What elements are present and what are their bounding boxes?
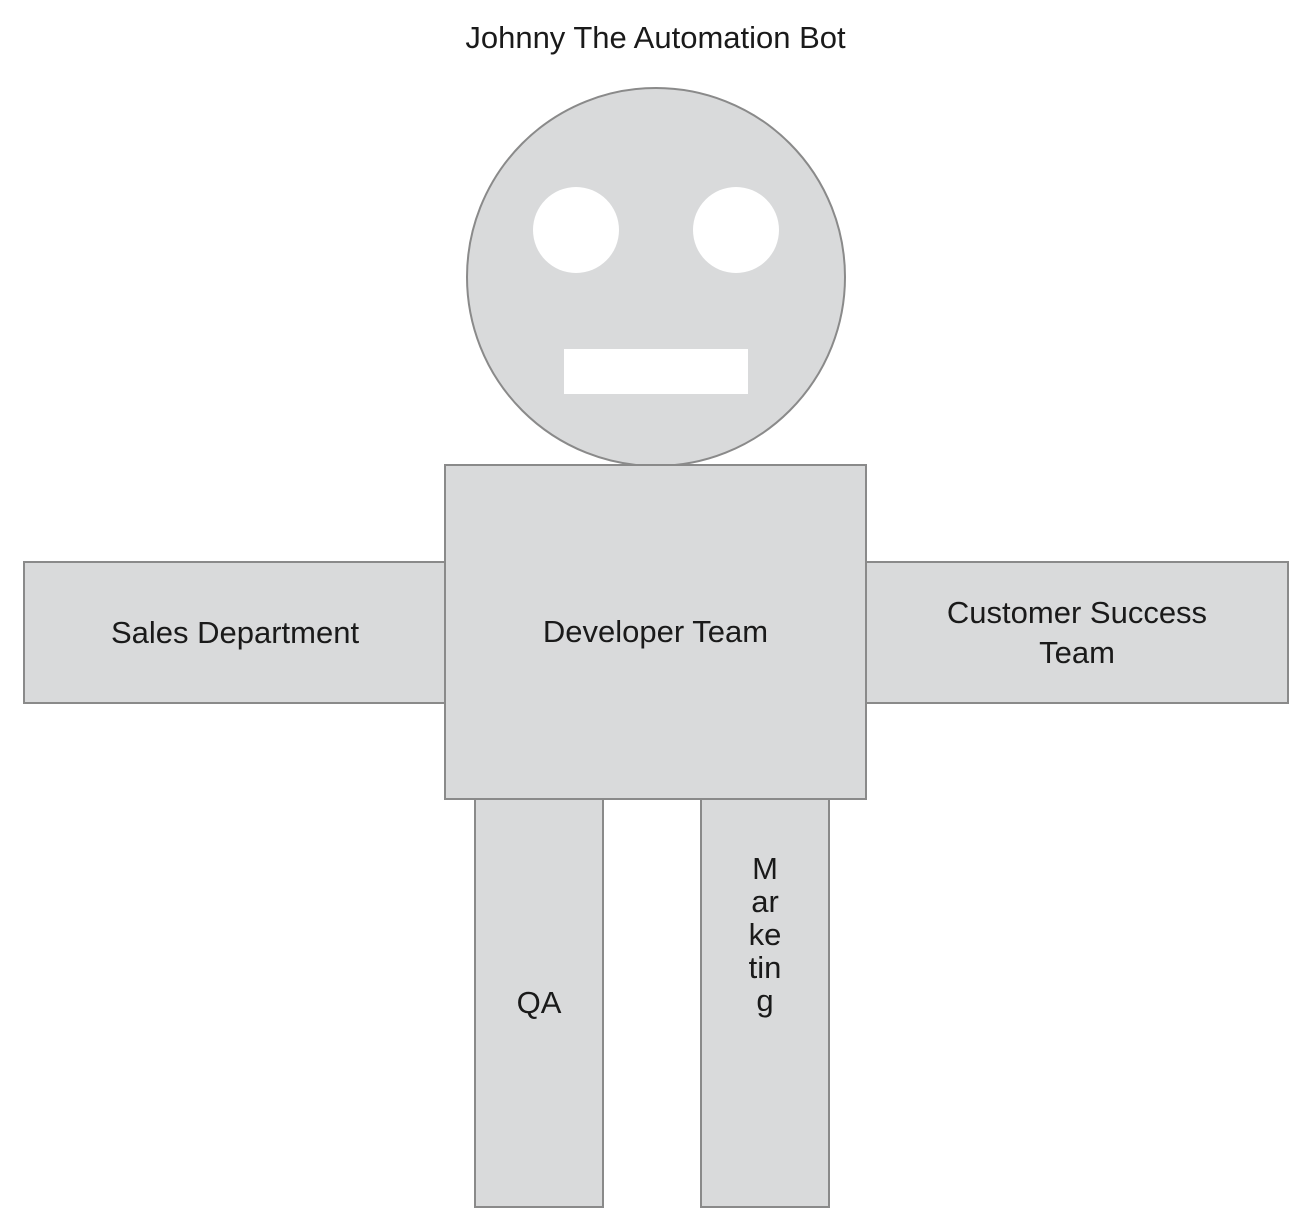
node-qa-label: QA (516, 985, 562, 1020)
node-marketing: Marketing (700, 798, 830, 1208)
node-sales-department: Sales Department (23, 561, 447, 704)
diagram-title: Johnny The Automation Bot (465, 20, 846, 55)
robot-mouth (564, 349, 748, 394)
robot-right-eye (693, 187, 779, 273)
node-developer-team-label: Developer Team (542, 614, 769, 649)
node-marketing-label: Marketing (748, 851, 782, 1018)
node-customer-success-team-label: Customer Success Team (946, 594, 1208, 670)
node-customer-success-team: Customer Success Team (865, 561, 1289, 704)
node-sales-department-label: Sales Department (110, 614, 360, 650)
robot-head (466, 87, 846, 467)
node-developer-team: Developer Team (444, 464, 867, 800)
node-qa: QA (474, 798, 604, 1208)
robot-left-eye (533, 187, 619, 273)
